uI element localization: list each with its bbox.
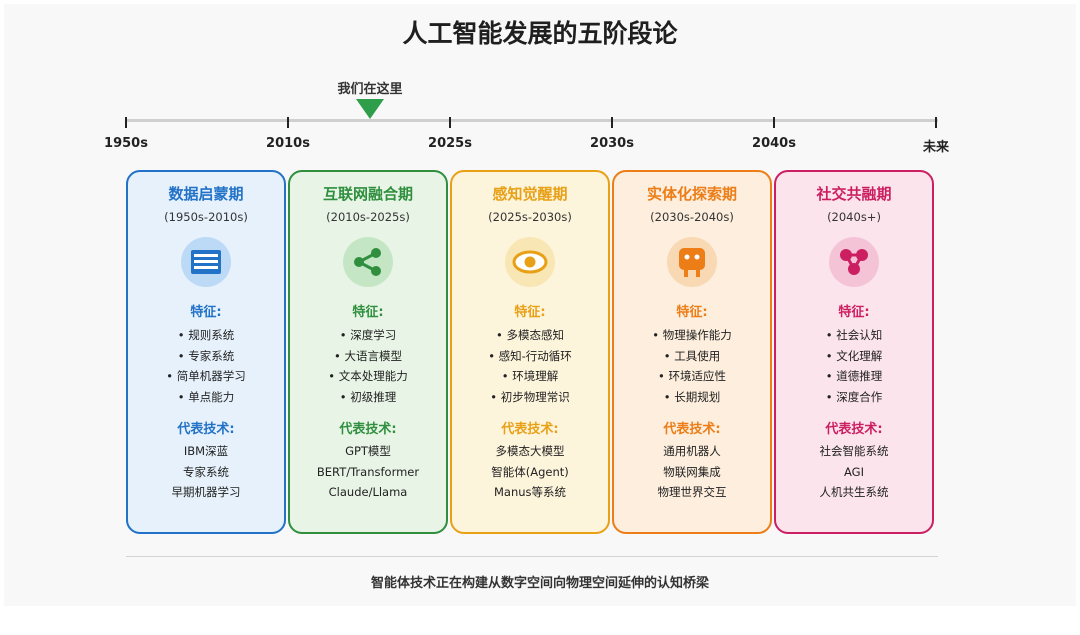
stage-period: (2025s-2030s) <box>488 210 572 224</box>
feature-item: 道德推理 <box>776 366 932 387</box>
features-heading: 特征: <box>514 305 546 320</box>
features-heading: 特征: <box>190 305 222 320</box>
stage-title: 互联网融合期 <box>322 185 413 203</box>
feature-item: 环境适应性 <box>614 366 770 387</box>
features-heading: 特征: <box>352 305 384 320</box>
tech-item: GPT模型 <box>345 444 391 458</box>
feature-item: 深度合作 <box>776 387 932 408</box>
robot-icon <box>667 237 717 287</box>
stage-card: 感知觉醒期 (2025s-2030s) 特征: 多模态感知感知-行动循环环境理解初步… <box>450 170 610 534</box>
stage-period: (1950s-2010s) <box>164 210 248 224</box>
timeline-tick <box>611 117 613 128</box>
timeline-tick-label: 2025s <box>428 136 472 151</box>
eye-icon <box>505 237 555 287</box>
tech-item: 人机共生系统 <box>819 485 889 499</box>
timeline-tick <box>287 117 289 128</box>
stage-card: 社交共融期 (2040s+) 特征: 社会认知文化理解道德推理深度合作代表技术: 社会… <box>774 170 934 534</box>
features-list: 物理操作能力工具使用环境适应性长期规划 <box>614 325 770 407</box>
tech-list: 多模态大模型智能体(Agent) Manus等系统 <box>452 441 608 503</box>
tech-heading: 代表技术: <box>501 422 559 437</box>
feature-item: 大语言模型 <box>290 346 446 367</box>
tech-item: 物理世界交互 <box>657 485 727 499</box>
feature-item: 规则系统 <box>128 325 284 346</box>
feature-item: 环境理解 <box>452 366 608 387</box>
stage-period: (2010s-2025s) <box>326 210 410 224</box>
timeline-tick-label: 2040s <box>752 136 796 151</box>
timeline-tick <box>449 117 451 128</box>
feature-item: 感知-行动循环 <box>452 346 608 367</box>
features-list: 规则系统专家系统简单机器学习单点能力 <box>128 325 284 407</box>
timeline-tick-label: 2030s <box>590 136 634 151</box>
feature-item: 社会认知 <box>776 325 932 346</box>
feature-item: 长期规划 <box>614 387 770 408</box>
share-icon <box>343 237 393 287</box>
stage-period: (2040s+) <box>827 210 881 224</box>
timeline-tick <box>773 117 775 128</box>
stage-title: 感知觉醒期 <box>492 185 568 203</box>
feature-item: 工具使用 <box>614 346 770 367</box>
current-position-marker-icon <box>356 99 384 119</box>
stage-title: 实体化探索期 <box>646 185 737 203</box>
stage-period: (2030s-2040s) <box>650 210 734 224</box>
tech-item: 多模态大模型 <box>495 444 565 458</box>
tech-heading: 代表技术: <box>339 422 397 437</box>
tech-item: Claude/Llama <box>328 485 408 499</box>
tech-item: 社会智能系统 <box>819 444 889 458</box>
tech-item: 通用机器人 <box>663 444 721 458</box>
timeline-tick-label: 未来 <box>922 140 949 155</box>
tech-item: AGI <box>844 464 864 479</box>
stage-title: 数据启蒙期 <box>168 185 244 203</box>
feature-item: 文本处理能力 <box>290 366 446 387</box>
tech-item: 物联网集成 <box>663 464 721 479</box>
timeline-tick <box>125 117 127 128</box>
feature-item: 简单机器学习 <box>128 366 284 387</box>
tech-list: 通用机器人物联网集成物理世界交互 <box>614 441 770 503</box>
tech-heading: 代表技术: <box>177 422 235 437</box>
tech-item: IBM深蓝 <box>183 444 229 458</box>
tech-list: IBM深蓝专家系统早期机器学习 <box>128 441 284 503</box>
features-list: 深度学习大语言模型文本处理能力初级推理 <box>290 325 446 407</box>
feature-item: 初级推理 <box>290 387 446 408</box>
features-list: 多模态感知感知-行动循环环境理解初步物理常识 <box>452 325 608 407</box>
tech-item: 早期机器学习 <box>171 485 241 499</box>
feature-item: 物理操作能力 <box>614 325 770 346</box>
feature-item: 单点能力 <box>128 387 284 408</box>
feature-item: 初步物理常识 <box>452 387 608 408</box>
social-network-icon <box>829 237 879 287</box>
features-heading: 特征: <box>838 305 870 320</box>
tech-item: BERT/Transformer <box>316 464 420 479</box>
tech-heading: 代表技术: <box>663 422 721 437</box>
timeline-tick-label: 2010s <box>266 136 310 151</box>
footer-divider <box>126 556 938 557</box>
stage-title: 社交共融期 <box>816 185 892 203</box>
tech-item: 专家系统 <box>183 464 229 479</box>
page-title: 人工智能发展的五阶段论 <box>402 19 678 48</box>
server-icon <box>181 237 231 287</box>
tech-item: 智能体(Agent) <box>491 464 569 479</box>
tech-heading: 代表技术: <box>825 422 883 437</box>
timeline-tick-label: 1950s <box>104 136 148 151</box>
feature-item: 文化理解 <box>776 346 932 367</box>
timeline-tick <box>935 117 937 128</box>
timeline-axis <box>126 119 938 122</box>
stage-card: 数据启蒙期(1950s-2010s) 特征:规则系统专家系统简单机器学习单点能力… <box>126 170 286 534</box>
tech-list: 社会智能系统 AGI 人机共生系统 <box>776 441 932 503</box>
footer-note: 智能体技术正在构建从数字空间向物理空间延伸的认知桥梁 <box>370 576 709 591</box>
tech-item: Manus等系统 <box>493 485 567 499</box>
stage-card: 互联网融合期 (2010s-2025s) 特征: 深度学习大语言模型文本处理能力初级… <box>288 170 448 534</box>
features-list: 社会认知文化理解道德推理深度合作 <box>776 325 932 407</box>
feature-item: 多模态感知 <box>452 325 608 346</box>
features-heading: 特征: <box>676 305 708 320</box>
feature-item: 专家系统 <box>128 346 284 367</box>
feature-item: 深度学习 <box>290 325 446 346</box>
current-position-label: 我们在这里 <box>337 82 403 97</box>
stage-card: 实体化探索期 (2030s-2040s) 特征: 物理操作能力工具使用环境适应性长期… <box>612 170 772 534</box>
